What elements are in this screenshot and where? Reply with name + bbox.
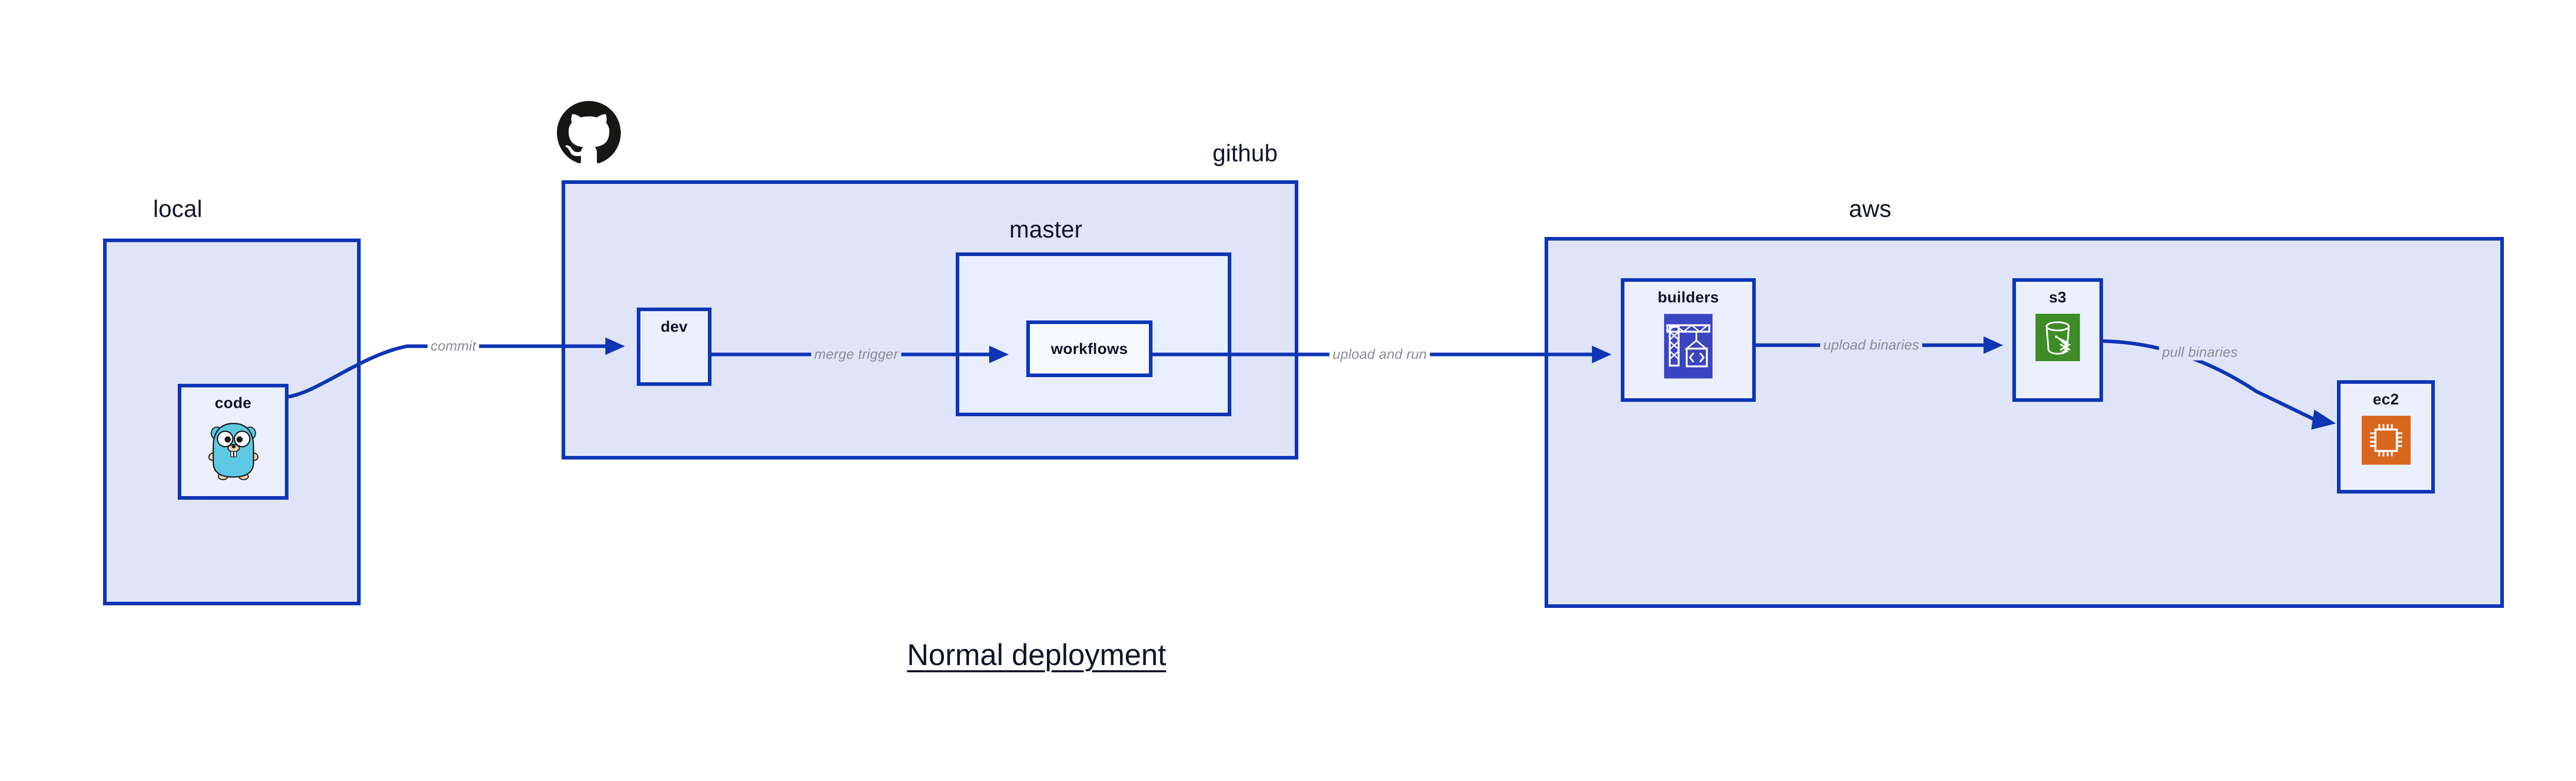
diagram-title: Normal deployment bbox=[0, 638, 2576, 672]
node-label-builders: builders bbox=[1657, 289, 1719, 306]
aws-s3-glacier-icon bbox=[2035, 314, 2080, 364]
node-label-ec2: ec2 bbox=[2372, 391, 2399, 408]
node-dev[interactable]: dev bbox=[637, 308, 711, 386]
go-gopher-icon bbox=[208, 419, 259, 483]
edge-label-upload-binaries: upload binaries bbox=[1820, 337, 1923, 353]
node-builders[interactable]: builders bbox=[1621, 278, 1756, 402]
edge-label-merge-trigger: merge trigger bbox=[811, 346, 902, 363]
node-label-code: code bbox=[214, 395, 252, 412]
group-label-master: master bbox=[1009, 216, 1082, 243]
node-label-dev: dev bbox=[660, 318, 688, 335]
aws-ec2-icon bbox=[2361, 416, 2411, 467]
node-workflows[interactable]: workflows bbox=[1026, 320, 1153, 377]
node-label-s3: s3 bbox=[2049, 289, 2066, 306]
group-label-local: local bbox=[153, 195, 202, 222]
node-ec2[interactable]: ec2 bbox=[2337, 380, 2435, 494]
node-label-workflows: workflows bbox=[1050, 341, 1128, 358]
node-code[interactable]: code bbox=[178, 384, 289, 500]
edge-label-commit: commit bbox=[427, 338, 480, 354]
edge-label-pull-binaries: pull binaries bbox=[2159, 344, 2241, 361]
node-s3[interactable]: s3 bbox=[2012, 278, 2103, 402]
edge-label-upload-and-run: upload and run bbox=[1329, 346, 1430, 363]
group-label-aws: aws bbox=[1849, 195, 1892, 222]
aws-codebuild-icon bbox=[1664, 314, 1713, 381]
github-logo-icon bbox=[557, 101, 621, 163]
diagram-title-text: Normal deployment bbox=[907, 638, 1166, 672]
group-label-github: github bbox=[1212, 140, 1278, 166]
